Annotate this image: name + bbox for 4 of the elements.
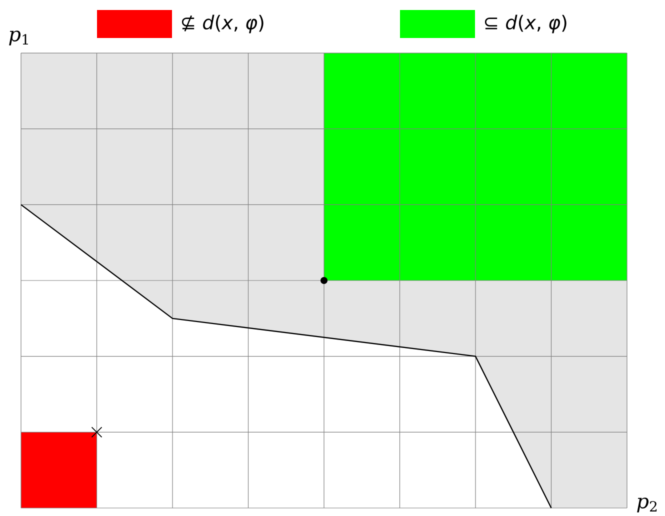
legend-label: ⊆ d(x, φ) [484,14,566,34]
axis-label: p$_{2}$ [637,498,657,512]
legend-label: ⊈ d(x, φ) [182,14,264,34]
axis-label: p$_{1}$ [9,30,28,46]
